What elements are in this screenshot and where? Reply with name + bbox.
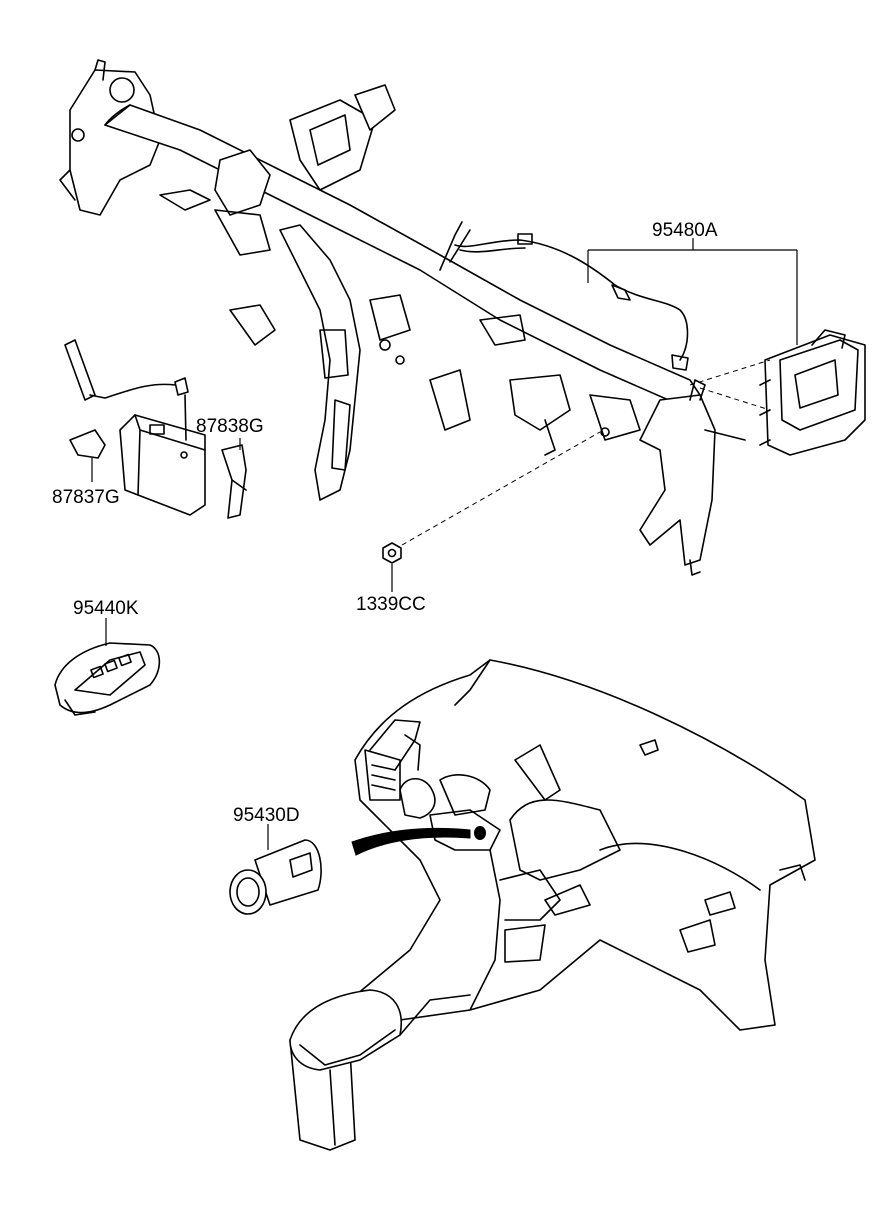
leader-lines xyxy=(91,238,798,850)
callout-1339CC: 1339CC xyxy=(356,594,426,615)
callout-95480A: 95480A xyxy=(652,220,718,241)
callout-87838G: 87838G xyxy=(196,416,264,437)
smart-key-module-95480A xyxy=(439,221,866,456)
callout-95430D: 95430D xyxy=(233,805,300,826)
start-button-95430D xyxy=(229,839,322,915)
receiver-unit-87838G-87837G xyxy=(64,339,247,519)
callout-95440K: 95440K xyxy=(73,598,139,619)
cowl-cross-bar xyxy=(59,59,746,576)
callout-87837G: 87837G xyxy=(52,487,120,508)
nut-1339CC xyxy=(382,431,601,564)
smart-key-fob-95440K xyxy=(54,642,161,716)
dashboard-assembly xyxy=(289,659,816,1151)
